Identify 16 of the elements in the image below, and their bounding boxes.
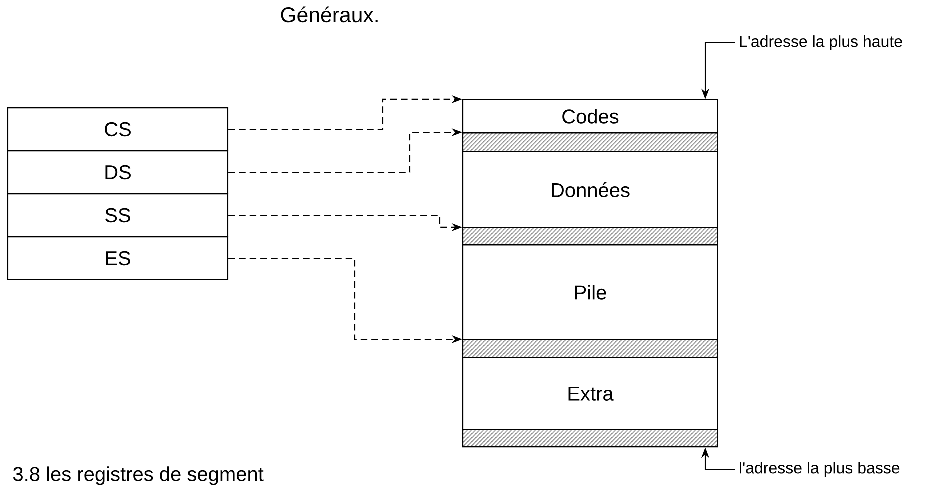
register-cell: SS (7, 194, 229, 238)
memory-segment: Données (462, 151, 718, 229)
hatched-band (462, 227, 718, 246)
memory-segment: Pile (462, 244, 718, 340)
leader-note: L'adresse la plus haute (740, 36, 902, 50)
hatched-band (462, 339, 718, 359)
leader-note: l'adresse la plus basse (740, 462, 900, 477)
hatched-band (462, 132, 718, 152)
heading-text: Généraux. (281, 6, 378, 23)
register-cell: CS (7, 108, 229, 152)
memory-segment: Codes (462, 99, 718, 134)
register-cell: ES (7, 236, 229, 280)
hatched-band (462, 429, 718, 448)
caption: 3.8 les registres de segment (13, 466, 264, 486)
memory-segment: Extra (462, 357, 718, 431)
register-cell: DS (7, 150, 229, 194)
